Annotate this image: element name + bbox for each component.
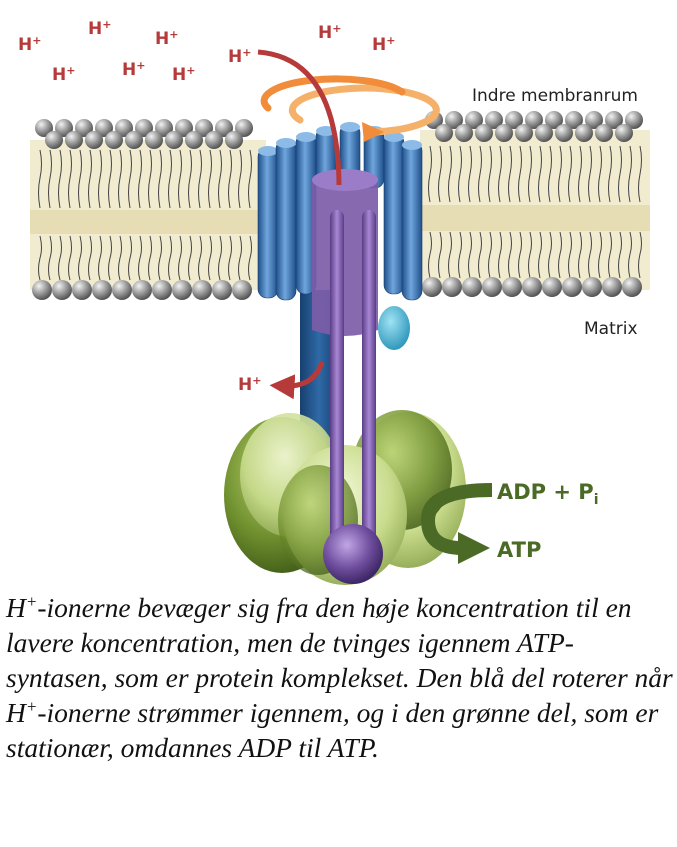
f1-head [224, 410, 466, 585]
h-ion-label: H+ [172, 64, 195, 85]
lipid-heads [32, 111, 643, 300]
caption-text-1: -ionerne bevæger sig fra den høje koncen… [6, 592, 673, 693]
lipid-tails [38, 145, 642, 281]
membrane-right [420, 130, 650, 290]
matrix-label: Matrix [584, 319, 638, 339]
caption-h-ion: H+ [6, 592, 38, 623]
atp-label: ATP [497, 538, 541, 562]
adp-atp-arrow [420, 483, 493, 555]
inner-membrane-space-label: Indre membranrum [472, 86, 638, 106]
stalk-rod-left [330, 210, 344, 550]
purple-a-subunit [312, 174, 378, 336]
figure-caption: H+-ionerne bevæger sig fra den høje konc… [6, 590, 674, 765]
proton-ions: H+ H+ H+ H+ H+ H+ H+ H+ H+ H+ [18, 18, 395, 395]
adp-pi-label: ADP + Pi [497, 480, 599, 508]
h-ion-label: H+ [122, 59, 145, 80]
h-ion-label: H+ [155, 28, 178, 49]
h-ion-label: H+ [318, 22, 341, 43]
h-ion-label: H+ [238, 374, 261, 395]
membrane-left [30, 140, 266, 290]
h-ion-label: H+ [18, 34, 41, 55]
caption-text-2: -ionerne strømmer igennem, og i den grøn… [6, 697, 659, 763]
h-ion-label: H+ [52, 64, 75, 85]
proton-exit-arrow [269, 361, 325, 400]
h-ion-label: H+ [88, 18, 111, 39]
proton-path [257, 49, 342, 186]
h-ion-label: H+ [372, 34, 395, 55]
stalk-rod-right [362, 210, 376, 550]
h-ion-label: H+ [228, 46, 251, 67]
stalk-ball [323, 524, 383, 584]
atp-synthase-diagram: H+ H+ H+ H+ H+ H+ H+ H+ H+ H+ Indre membranrum Ma… [18, 18, 650, 585]
caption-h-ion: H+ [6, 697, 38, 728]
peripheral-subunit [378, 306, 410, 350]
